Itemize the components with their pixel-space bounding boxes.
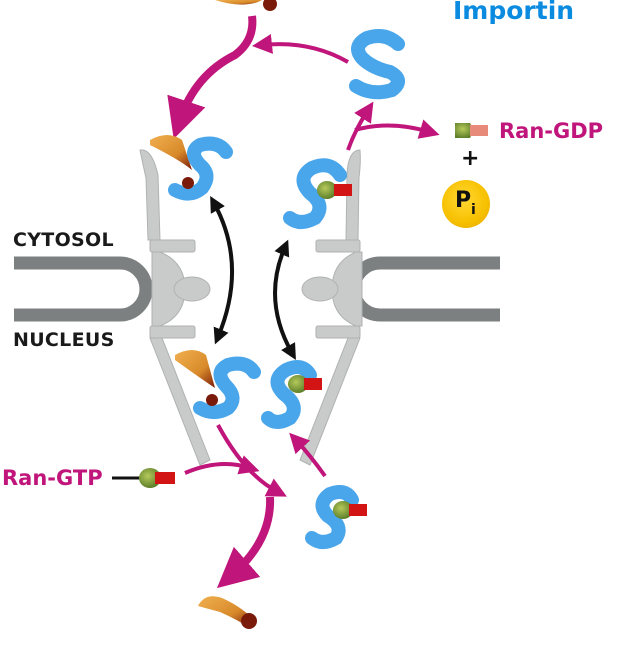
- phosphate-p: P: [455, 188, 472, 213]
- importin-cargo-complex-cytosol: [150, 135, 233, 201]
- importin-title: Importin: [453, 0, 575, 25]
- pathway-arrow-ran-gdp-release: [354, 119, 440, 139]
- pathway-arrow-incoming-cargo: [167, 15, 257, 139]
- nuclear-pore-right: [299, 149, 363, 466]
- nuclear-envelope-right: [347, 256, 500, 322]
- phosphate-subscript: i: [471, 202, 476, 218]
- ran-gdp-icon: [455, 123, 488, 138]
- ran-gtp-label: Ran-GTP: [2, 466, 103, 490]
- nuclear-pore-left: [139, 149, 211, 466]
- pathway-arrow-ran-gtp-binding: [184, 455, 260, 475]
- transport-arrow-left: [210, 195, 234, 345]
- importin-ran-gtp-complex-lower: [305, 485, 367, 549]
- cytosol-label: CYTOSOL: [13, 229, 114, 251]
- importin-ran-gtp-complex-nucleus: [261, 359, 322, 429]
- plus-sign: +: [461, 146, 480, 171]
- pathway-arrow-importin-recycle: [252, 34, 350, 64]
- transport-arrow-right: [273, 239, 296, 360]
- importin-cargo-complex-nucleus: [175, 350, 261, 419]
- nuclear-envelope-left: [14, 256, 153, 322]
- importin-ran-gtp-complex-cytosol: [283, 158, 352, 229]
- ran-gtp-free: [112, 468, 175, 488]
- importin-free: [349, 29, 405, 100]
- phosphate-icon: P i: [442, 180, 490, 228]
- ran-gdp-label: Ran-GDP: [499, 119, 604, 143]
- nucleus-label: NUCLEUS: [13, 329, 115, 351]
- pathway-arrow-cargo-release: [216, 424, 287, 497]
- pathway-arrow-complex-to-pore: [289, 432, 327, 478]
- cargo-protein-released: [198, 596, 257, 629]
- pathway-arrow-cargo-out: [216, 496, 275, 589]
- cargo-protein-top: [215, 0, 277, 11]
